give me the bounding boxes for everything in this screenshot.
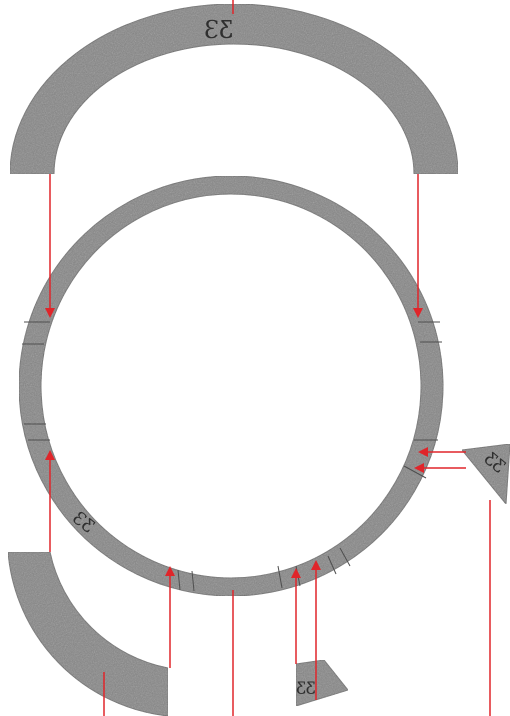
right-wedge-piece xyxy=(462,444,510,504)
top-arc-glyph: ƐƸ xyxy=(204,16,233,44)
ring-seams xyxy=(22,322,442,591)
bottom-wedge-glyph: ƸƸ xyxy=(296,679,316,699)
top-arc-segment xyxy=(10,4,458,174)
